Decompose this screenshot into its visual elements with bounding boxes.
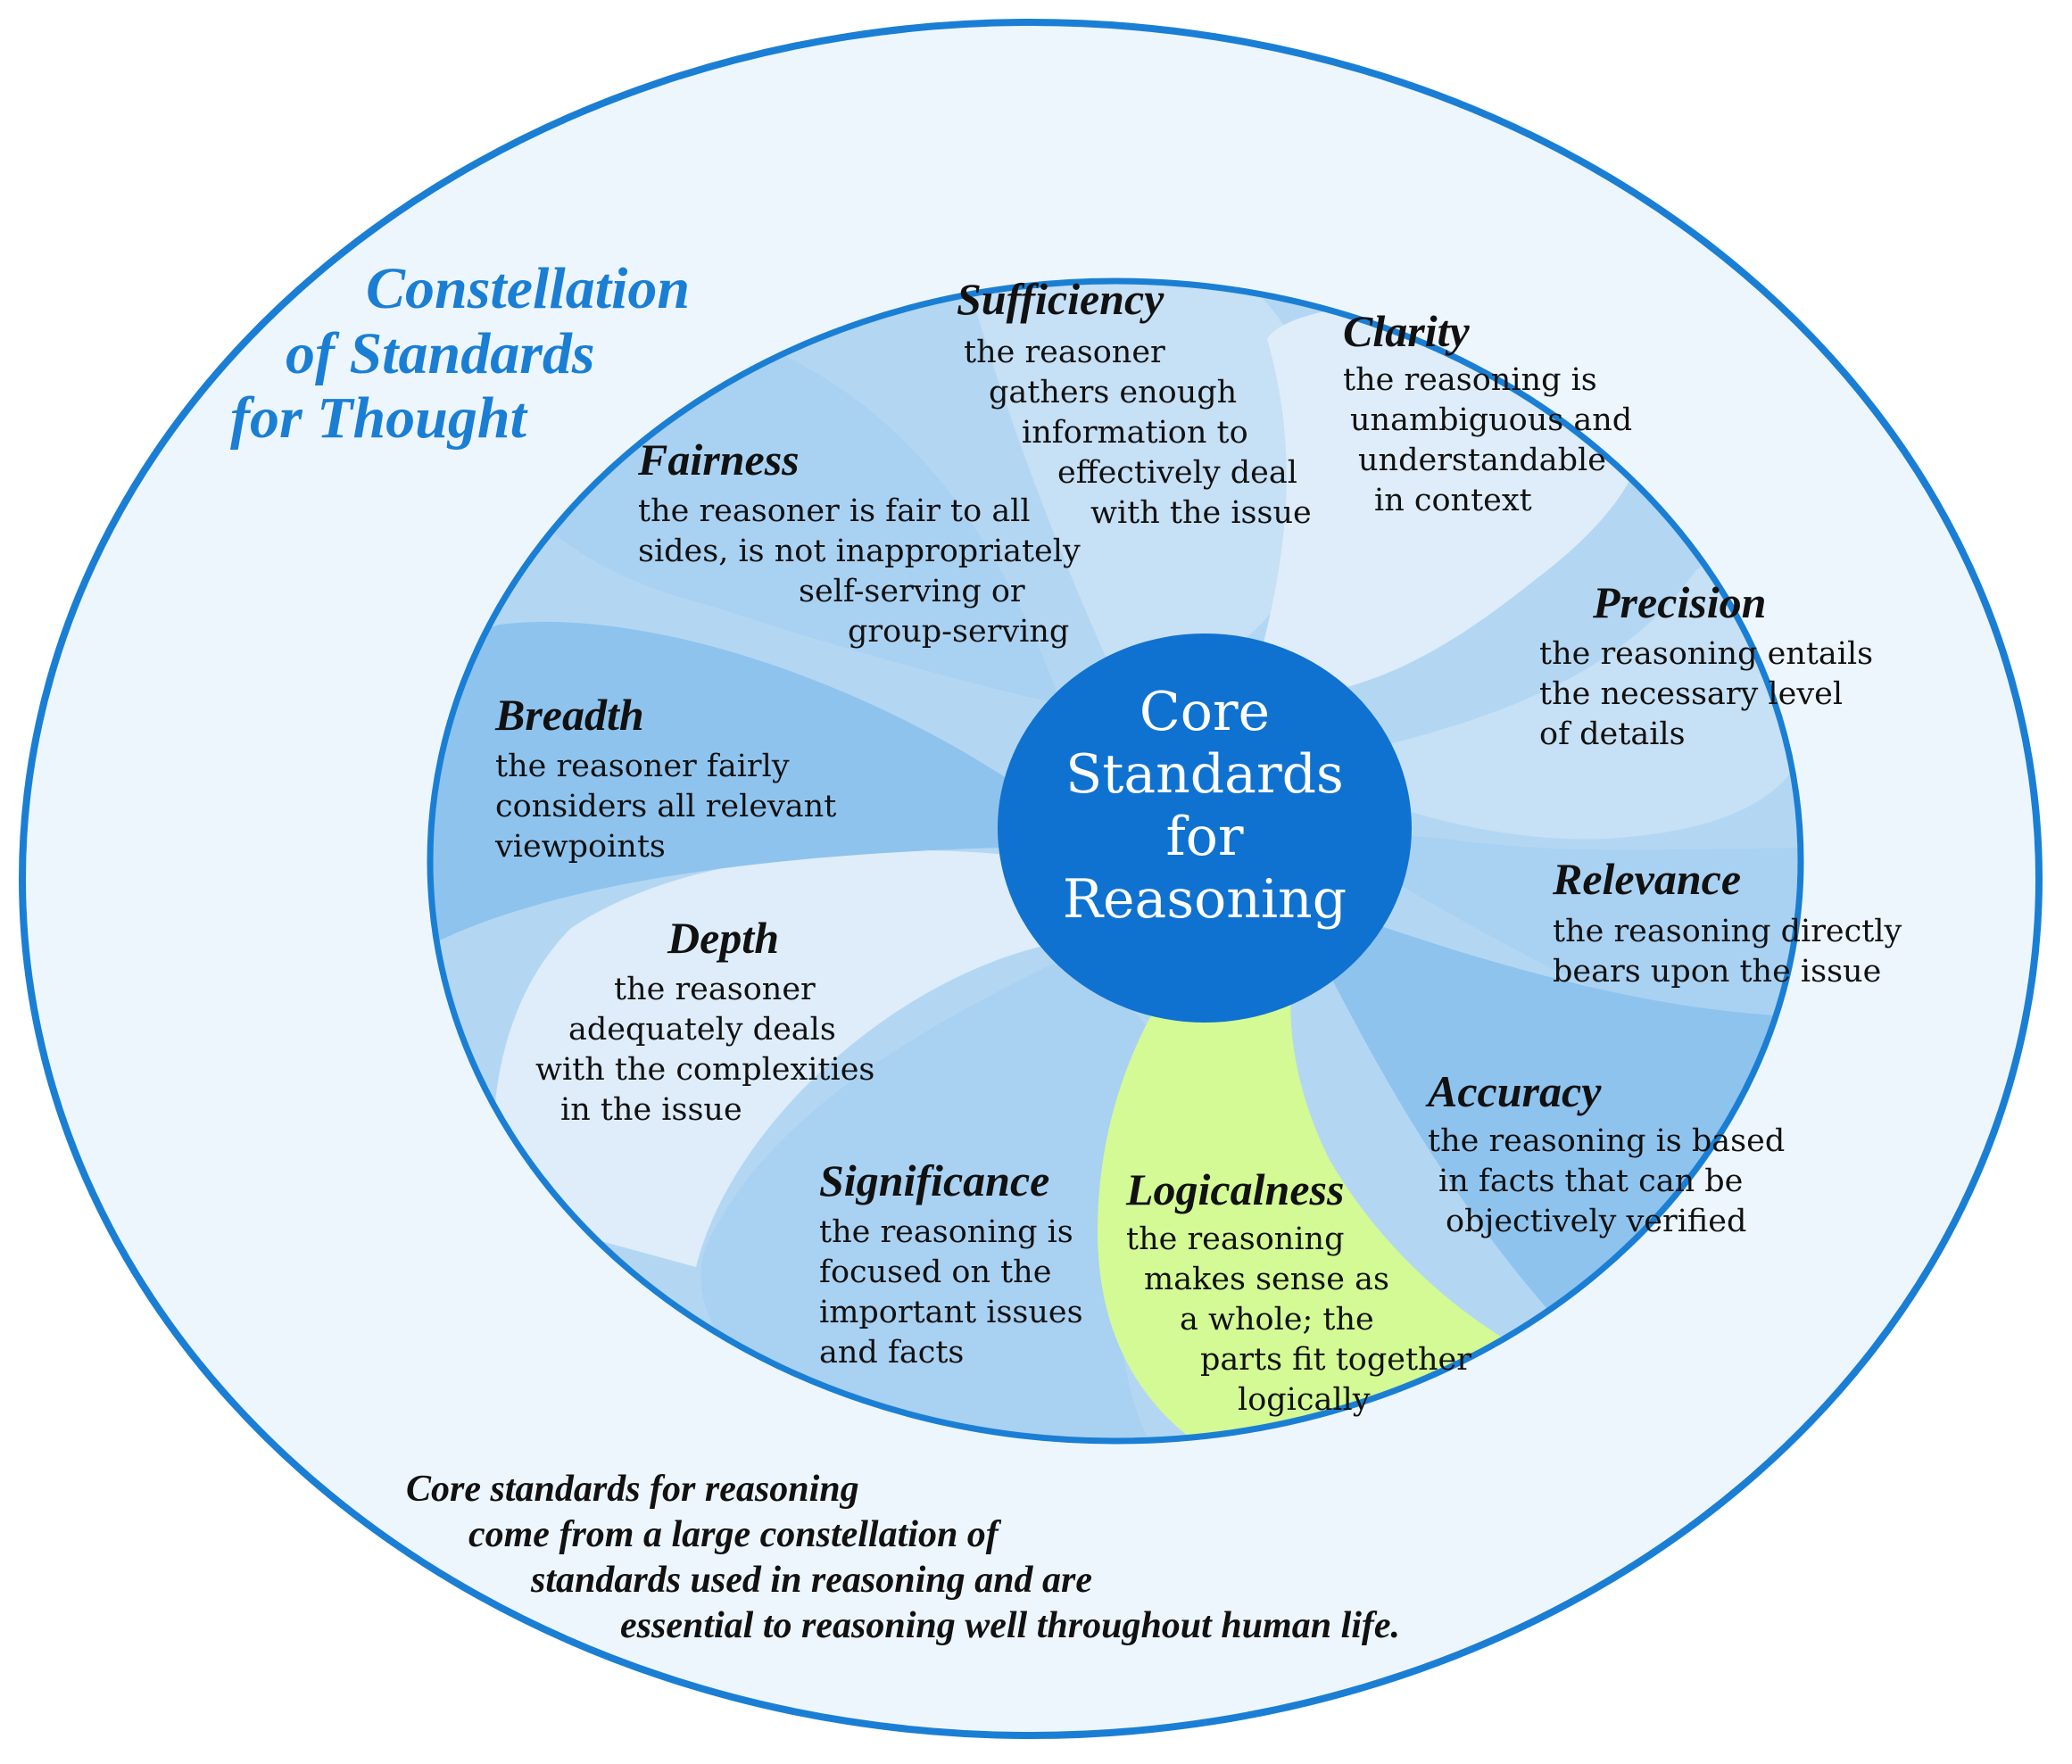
- standard-desc-line: with the issue: [1090, 495, 1312, 531]
- standard-desc-line: with the complexities: [535, 1052, 874, 1088]
- standard-breadth: Breadth the reasoner fairly considers al…: [494, 690, 836, 865]
- petal-precision: [1294, 535, 1801, 840]
- standard-desc-line: the reasoner: [614, 972, 816, 1007]
- title-line-1: Constellation: [366, 256, 690, 321]
- standard-name: Clarity: [1343, 306, 1470, 356]
- standard-clarity: Clarity the reasoning is unambiguous and…: [1343, 306, 1632, 518]
- standard-desc-line: viewpoints: [494, 829, 666, 865]
- standard-accuracy: Accuracy the reasoning is based in facts…: [1425, 1066, 1785, 1239]
- standard-desc-line: group-serving: [848, 614, 1069, 650]
- standard-relevance: Relevance the reasoning directly bears u…: [1552, 854, 1902, 990]
- standard-name: Accuracy: [1425, 1066, 1602, 1116]
- standard-desc-line: self-serving or: [799, 574, 1025, 609]
- footer-caption: Core standards for reasoning come from a…: [406, 1469, 1400, 1646]
- petal-breadth: [430, 621, 1017, 946]
- standard-desc-line: logically: [1238, 1382, 1371, 1418]
- petal-logicalness: [1098, 973, 1624, 1441]
- standard-sufficiency: Sufficiency the reasoner gathers enough …: [957, 274, 1312, 531]
- standard-desc-line: the reasoner is fair to all: [638, 493, 1031, 529]
- standard-name: Significance: [819, 1155, 1049, 1205]
- standard-desc-line: focused on the: [819, 1255, 1051, 1290]
- petal-depth: [493, 849, 1044, 1267]
- title-line-3: for Thought: [230, 385, 528, 451]
- core-line-4: Reasoning: [1063, 868, 1347, 931]
- footer-line-2: come from a large constellation of: [468, 1514, 1002, 1555]
- core-label: Core Standards for Reasoning: [1063, 681, 1347, 931]
- standard-desc-line: considers all relevant: [495, 789, 836, 824]
- standard-name: Depth: [667, 913, 779, 963]
- standard-significance: Significance the reasoning is focused on…: [819, 1155, 1083, 1371]
- standard-logicalness: Logicalness the reasoning makes sense as…: [1125, 1164, 1471, 1418]
- standard-desc-line: understandable: [1358, 443, 1606, 478]
- standard-desc-line: of details: [1539, 716, 1686, 752]
- standard-desc-line: the reasoning is: [1343, 362, 1597, 398]
- standard-desc-line: adequately deals: [568, 1012, 836, 1048]
- petal-significance: [700, 964, 1178, 1441]
- footer-line-4: essential to reasoning well throughout h…: [620, 1605, 1400, 1646]
- standard-desc-line: bears upon the issue: [1553, 954, 1881, 990]
- core-line-1: Core: [1140, 681, 1270, 743]
- petal-sufficiency: [964, 281, 1324, 678]
- standard-desc-line: the reasoning is: [819, 1214, 1073, 1250]
- inner-ellipse-outline: [427, 277, 1804, 1445]
- footer-line-1: Core standards for reasoning: [406, 1469, 859, 1510]
- diagram-title: Constellation of Standards for Thought: [230, 256, 690, 451]
- standard-desc-line: the reasoning entails: [1539, 636, 1873, 672]
- standard-depth: Depth the reasoner adequately deals with…: [535, 913, 874, 1128]
- standard-desc-line: gathers enough: [989, 375, 1237, 410]
- standard-name: Fairness: [637, 435, 800, 484]
- standard-name: Precision: [1592, 577, 1766, 627]
- standard-desc-line: and facts: [819, 1335, 964, 1371]
- standard-desc-line: the reasoner: [964, 335, 1165, 370]
- standard-desc-line: objectively verified: [1446, 1204, 1746, 1239]
- title-line-2: of Standards: [286, 321, 595, 386]
- standard-desc-line: in facts that can be: [1438, 1164, 1743, 1199]
- core-line-3: for: [1165, 806, 1243, 868]
- standard-name: Breadth: [494, 690, 644, 740]
- standard-fairness: Fairness the reasoner is fair to all sid…: [637, 435, 1081, 650]
- standard-desc-line: in the issue: [560, 1092, 742, 1128]
- standard-name: Relevance: [1552, 854, 1741, 904]
- core-circle: [998, 634, 1412, 1023]
- standard-desc-line: important issues: [819, 1295, 1083, 1330]
- standard-desc-line: information to: [1022, 415, 1248, 451]
- standard-desc-line: the reasoning: [1126, 1222, 1344, 1257]
- standard-desc-line: parts fit together: [1200, 1342, 1471, 1378]
- standard-desc-line: makes sense as: [1144, 1262, 1389, 1297]
- core-line-2: Standards: [1065, 743, 1344, 806]
- standard-desc-line: effectively deal: [1057, 455, 1297, 491]
- standard-name: Sufficiency: [957, 274, 1164, 324]
- standard-desc-line: the reasoner fairly: [495, 749, 790, 784]
- standard-desc-line: in context: [1374, 483, 1532, 518]
- standard-precision: Precision the reasoning entails the nece…: [1539, 577, 1873, 752]
- standard-desc-line: sides, is not inappropriately: [638, 534, 1081, 569]
- standard-desc-line: the reasoning directly: [1553, 914, 1902, 949]
- standard-desc-line: the necessary level: [1539, 676, 1843, 712]
- standard-desc-line: a whole; the: [1180, 1302, 1374, 1337]
- footer-line-3: standards used in reasoning and are: [530, 1560, 1092, 1601]
- standard-name: Logicalness: [1125, 1164, 1344, 1214]
- petal-relevance: [1303, 830, 1801, 1029]
- standard-desc-line: the reasoning is based: [1428, 1123, 1785, 1159]
- standard-desc-line: unambiguous and: [1350, 402, 1632, 438]
